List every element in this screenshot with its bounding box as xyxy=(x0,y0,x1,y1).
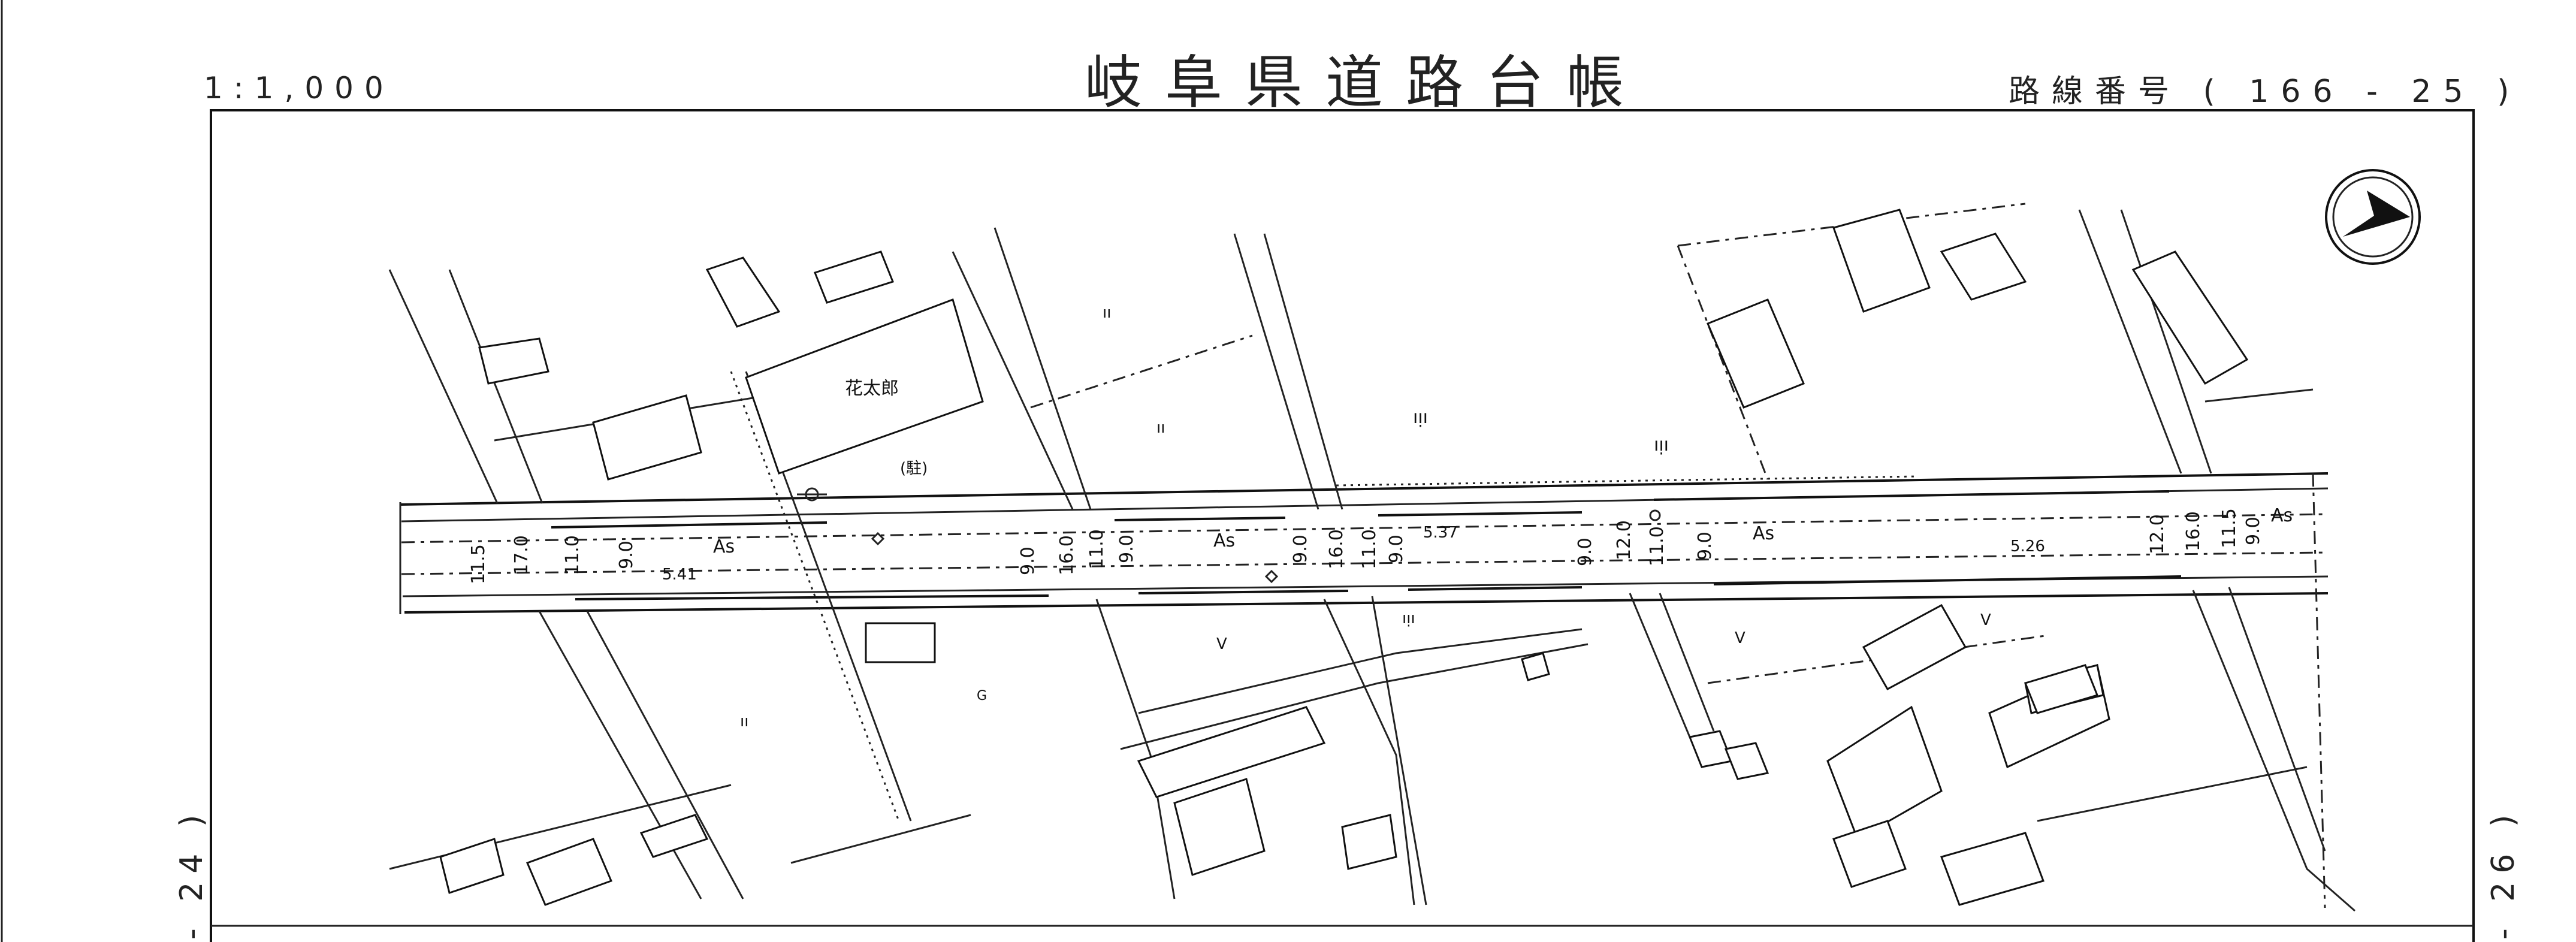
label-v: V xyxy=(1980,611,1991,629)
width-label: 16.0 xyxy=(1326,529,1347,569)
width-label: 11.0 xyxy=(1647,526,1668,566)
label-hanataro: 花太郎 xyxy=(845,378,899,399)
width-label: 9.0 xyxy=(616,541,637,569)
route-number: 路線番号 ( 166 - 25 ) xyxy=(2009,74,2521,110)
width-label: 9.0 xyxy=(1695,532,1716,560)
marker-icon xyxy=(1264,569,1279,584)
curb-strips xyxy=(551,490,2182,600)
label-as: As xyxy=(713,536,735,557)
elevation-label: 5.26 xyxy=(2010,538,2045,555)
label-v: V xyxy=(1216,635,1227,653)
map-scale: 1:1,000 xyxy=(204,71,394,105)
page-title: 岐阜県道路台帳 xyxy=(1085,49,1647,116)
label-v: V xyxy=(1735,629,1745,647)
width-label: 11.0 xyxy=(562,535,583,575)
label-paddy: ıı xyxy=(1156,419,1165,437)
north-arrow-icon xyxy=(2325,169,2421,265)
label-paddy: ıı xyxy=(1103,304,1111,322)
elevation-label: 5.37 xyxy=(1423,524,1458,542)
width-label: 17.0 xyxy=(511,535,532,575)
width-label: 16.0 xyxy=(1056,535,1077,575)
building-hanataro xyxy=(745,298,984,475)
map-symbols xyxy=(797,487,1661,584)
elevation-label: 5.41 xyxy=(662,566,697,584)
label-field: ıᴉı xyxy=(1413,407,1428,428)
width-label: 16.0 xyxy=(2183,511,2204,551)
label-field: ıᴉı xyxy=(1402,609,1415,627)
label-parking: (駐) xyxy=(900,460,928,478)
width-label: 11.0 xyxy=(1359,529,1380,569)
parcel-lines xyxy=(389,203,2314,870)
map-labels: 花太郎 (駐) As As As As 5.41 5.37 5.26 G V V… xyxy=(662,304,2293,730)
label-as: As xyxy=(2271,505,2293,526)
cross-streets xyxy=(388,209,2355,912)
marker-icon xyxy=(871,532,885,546)
width-label: 9.0 xyxy=(1017,547,1038,575)
buildings xyxy=(439,209,2249,906)
width-label: 11.5 xyxy=(468,544,489,584)
width-label: 9.0 xyxy=(1290,535,1311,563)
width-label: 9.0 xyxy=(1116,535,1137,563)
road-width-dimensions: 11.5 17.0 11.0 9.0 9.0 16.0 11.0 9.0 9.0… xyxy=(468,508,2264,584)
label-as: As xyxy=(1753,523,1774,544)
label-g: G xyxy=(977,689,987,704)
label-field: ıᴉı xyxy=(1654,434,1669,455)
label-as: As xyxy=(1213,530,1235,551)
label-paddy: ıı xyxy=(740,712,748,730)
width-label: 12.0 xyxy=(2147,514,2168,554)
width-label: 9.0 xyxy=(1386,535,1407,563)
manhole-icon xyxy=(1649,509,1661,521)
width-label: 12.0 xyxy=(1614,520,1635,560)
width-label: 11.5 xyxy=(2219,508,2240,548)
width-label: 9.0 xyxy=(2243,517,2264,545)
width-label: 9.0 xyxy=(1575,538,1596,566)
width-label: 11.0 xyxy=(1086,529,1107,569)
map-frame xyxy=(210,109,2475,942)
